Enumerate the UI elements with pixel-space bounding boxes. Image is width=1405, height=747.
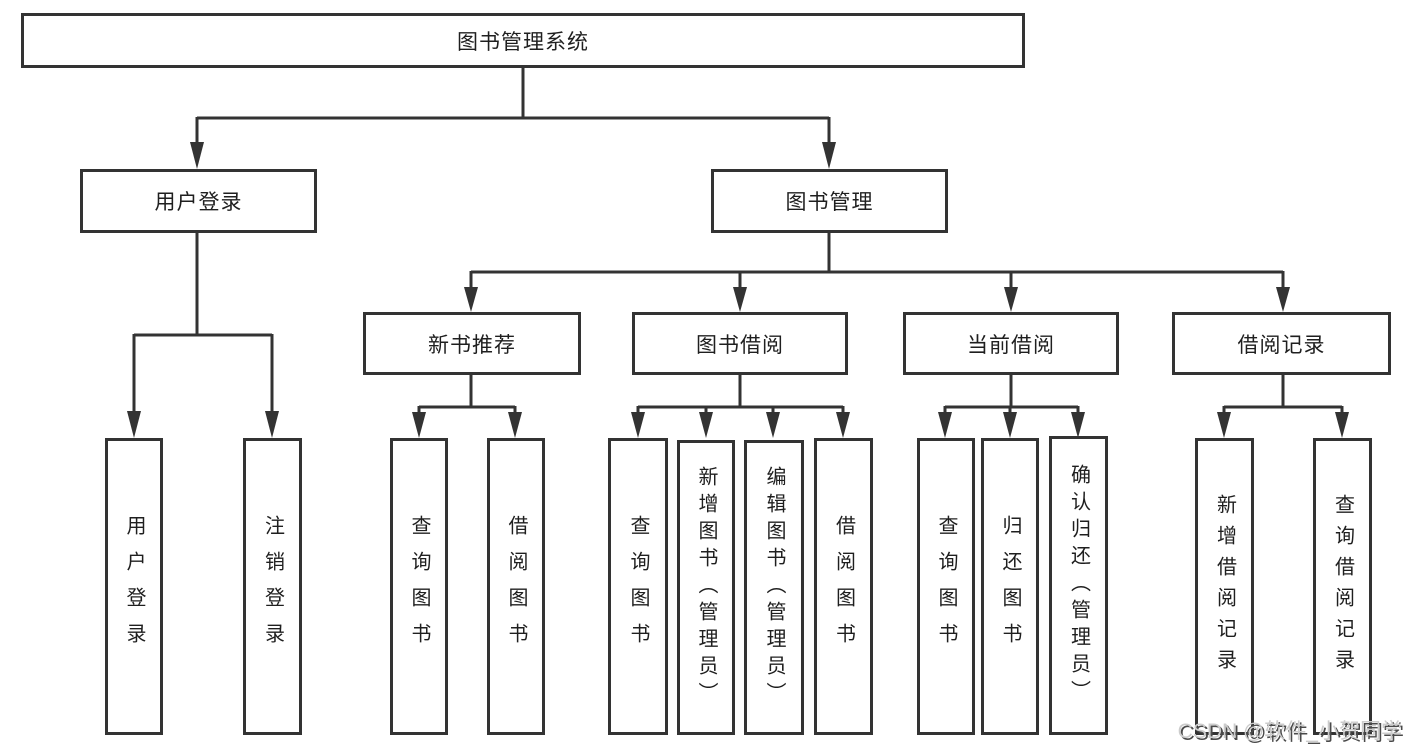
node-label: 用户登录	[154, 191, 243, 214]
leaf-add-book-admin: 新增图书（管理员）	[677, 440, 735, 735]
node-label: 归还图书	[999, 514, 1021, 659]
arrowhead-down-icon	[412, 412, 426, 438]
arrowhead-down-icon	[1276, 287, 1290, 312]
node-label: 用户登录	[123, 514, 145, 659]
node-book-management: 图书管理	[711, 169, 948, 233]
node-label: 借阅图书	[832, 514, 855, 659]
arrowhead-down-icon	[822, 142, 836, 169]
node-label: 借阅图书	[505, 514, 527, 659]
arrowhead-down-icon	[938, 412, 952, 438]
arrowhead-down-icon	[265, 411, 279, 438]
node-label: 新增借阅记录	[1213, 493, 1236, 680]
leaf-logout: 注销登录	[243, 438, 302, 735]
arrowhead-down-icon	[699, 412, 713, 438]
node-current-borrowing: 当前借阅	[903, 312, 1119, 375]
arrowhead-down-icon	[1003, 412, 1017, 438]
leaf-edit-book-admin: 编辑图书（管理员）	[744, 440, 804, 735]
arrowhead-down-icon	[464, 287, 478, 312]
node-label: 确认归还（管理员）	[1067, 464, 1090, 707]
node-label: 新增图书（管理员）	[695, 466, 717, 709]
arrowhead-down-icon	[631, 412, 645, 438]
node-label: 图书管理系统	[457, 30, 589, 54]
node-new-book-recommend: 新书推荐	[363, 312, 581, 375]
node-label: 新书推荐	[428, 333, 516, 357]
arrowhead-down-icon	[190, 142, 204, 169]
arrowhead-down-icon	[733, 287, 747, 312]
csdn-watermark: CSDN @软件_小贺同学	[1177, 720, 1402, 743]
arrowhead-down-icon	[766, 412, 780, 438]
node-label: 查询图书	[627, 514, 649, 659]
leaf-user-login: 用户登录	[105, 438, 163, 735]
arrowhead-down-icon	[508, 412, 522, 438]
arrowhead-down-icon	[836, 412, 850, 438]
leaf-return-book: 归还图书	[981, 438, 1039, 735]
leaf-add-borrow-record: 新增借阅记录	[1195, 438, 1254, 735]
node-label: 注销登录	[261, 514, 284, 659]
node-label: 查询图书	[935, 514, 957, 659]
node-root: 图书管理系统	[21, 13, 1025, 68]
node-label: 借阅记录	[1237, 333, 1326, 357]
node-book-borrowing: 图书借阅	[632, 312, 848, 375]
node-label: 当前借阅	[967, 333, 1055, 357]
arrowhead-down-icon	[1217, 412, 1231, 438]
node-borrow-records: 借阅记录	[1172, 312, 1391, 375]
node-label: 查询图书	[408, 514, 430, 659]
node-label: 图书借阅	[696, 333, 784, 357]
leaf-borrow-books-recommend: 借阅图书	[487, 438, 545, 735]
leaf-confirm-return-admin: 确认归还（管理员）	[1049, 436, 1108, 735]
arrowhead-down-icon	[1335, 412, 1349, 438]
arrowhead-down-icon	[127, 411, 141, 438]
leaf-borrow-books: 借阅图书	[814, 438, 873, 735]
node-user-login: 用户登录	[80, 169, 317, 233]
leaf-query-books-recommend: 查询图书	[390, 438, 448, 735]
leaf-query-borrow-record: 查询借阅记录	[1313, 438, 1372, 735]
arrowhead-down-icon	[1071, 412, 1085, 438]
leaf-query-books-borrowing: 查询图书	[608, 438, 668, 735]
arrowhead-down-icon	[1004, 287, 1018, 312]
leaf-query-books-current: 查询图书	[917, 438, 975, 735]
node-label: 查询借阅记录	[1331, 493, 1354, 680]
node-label: 图书管理	[785, 191, 874, 214]
node-label: 编辑图书（管理员）	[763, 466, 785, 709]
